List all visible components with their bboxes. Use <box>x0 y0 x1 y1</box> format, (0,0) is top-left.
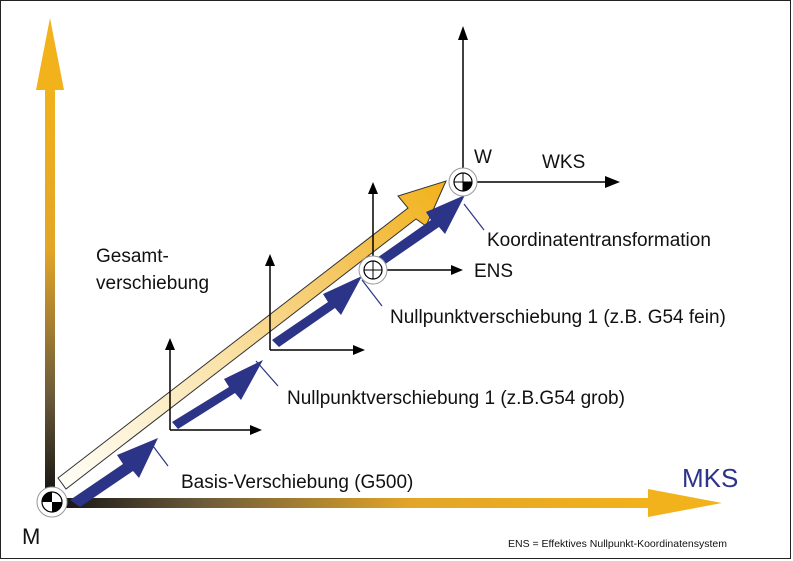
ens-footnote: ENS = Effektives Nullpunkt-Koordinatensy… <box>508 538 727 550</box>
origin-m-label: M <box>22 524 40 549</box>
nullpunkt-fein-label: Nullpunktverschiebung 1 (z.B. G54 fein) <box>390 307 726 328</box>
wks-label: WKS <box>542 152 585 173</box>
mks-horizontal-axis <box>50 489 722 517</box>
gesamtverschiebung-arrow <box>57 180 447 490</box>
crosshair-circle-symbol-icon <box>358 255 388 285</box>
leader-lines <box>149 203 485 467</box>
transformation-arrow <box>374 195 465 267</box>
nullpunkt-grob-label: Nullpunktverschiebung 1 (z.B.G54 grob) <box>287 388 625 409</box>
coord-system-1 <box>165 338 262 435</box>
basis-verschiebung-label: Basis-Verschiebung (G500) <box>181 472 413 493</box>
ens-axis <box>385 265 463 275</box>
workpiece-zero-symbol-icon <box>448 167 478 197</box>
grob-shift-arrow <box>172 360 263 429</box>
coord-system-2 <box>265 254 365 355</box>
gesamtverschiebung-label-line1: Gesamt- <box>96 246 169 267</box>
machine-zero-symbol-icon <box>36 486 68 518</box>
koordinatentransformation-label: Koordinatentransformation <box>487 230 711 251</box>
w-label: W <box>474 147 492 168</box>
mks-vertical-axis <box>36 18 64 500</box>
mks-label: MKS <box>682 463 738 493</box>
ens-label: ENS <box>474 261 513 282</box>
wks-axes <box>458 26 620 188</box>
basis-shift-arrow <box>70 438 158 507</box>
fein-shift-arrow <box>272 276 362 347</box>
gesamtverschiebung-label-line2: verschiebung <box>96 273 209 294</box>
